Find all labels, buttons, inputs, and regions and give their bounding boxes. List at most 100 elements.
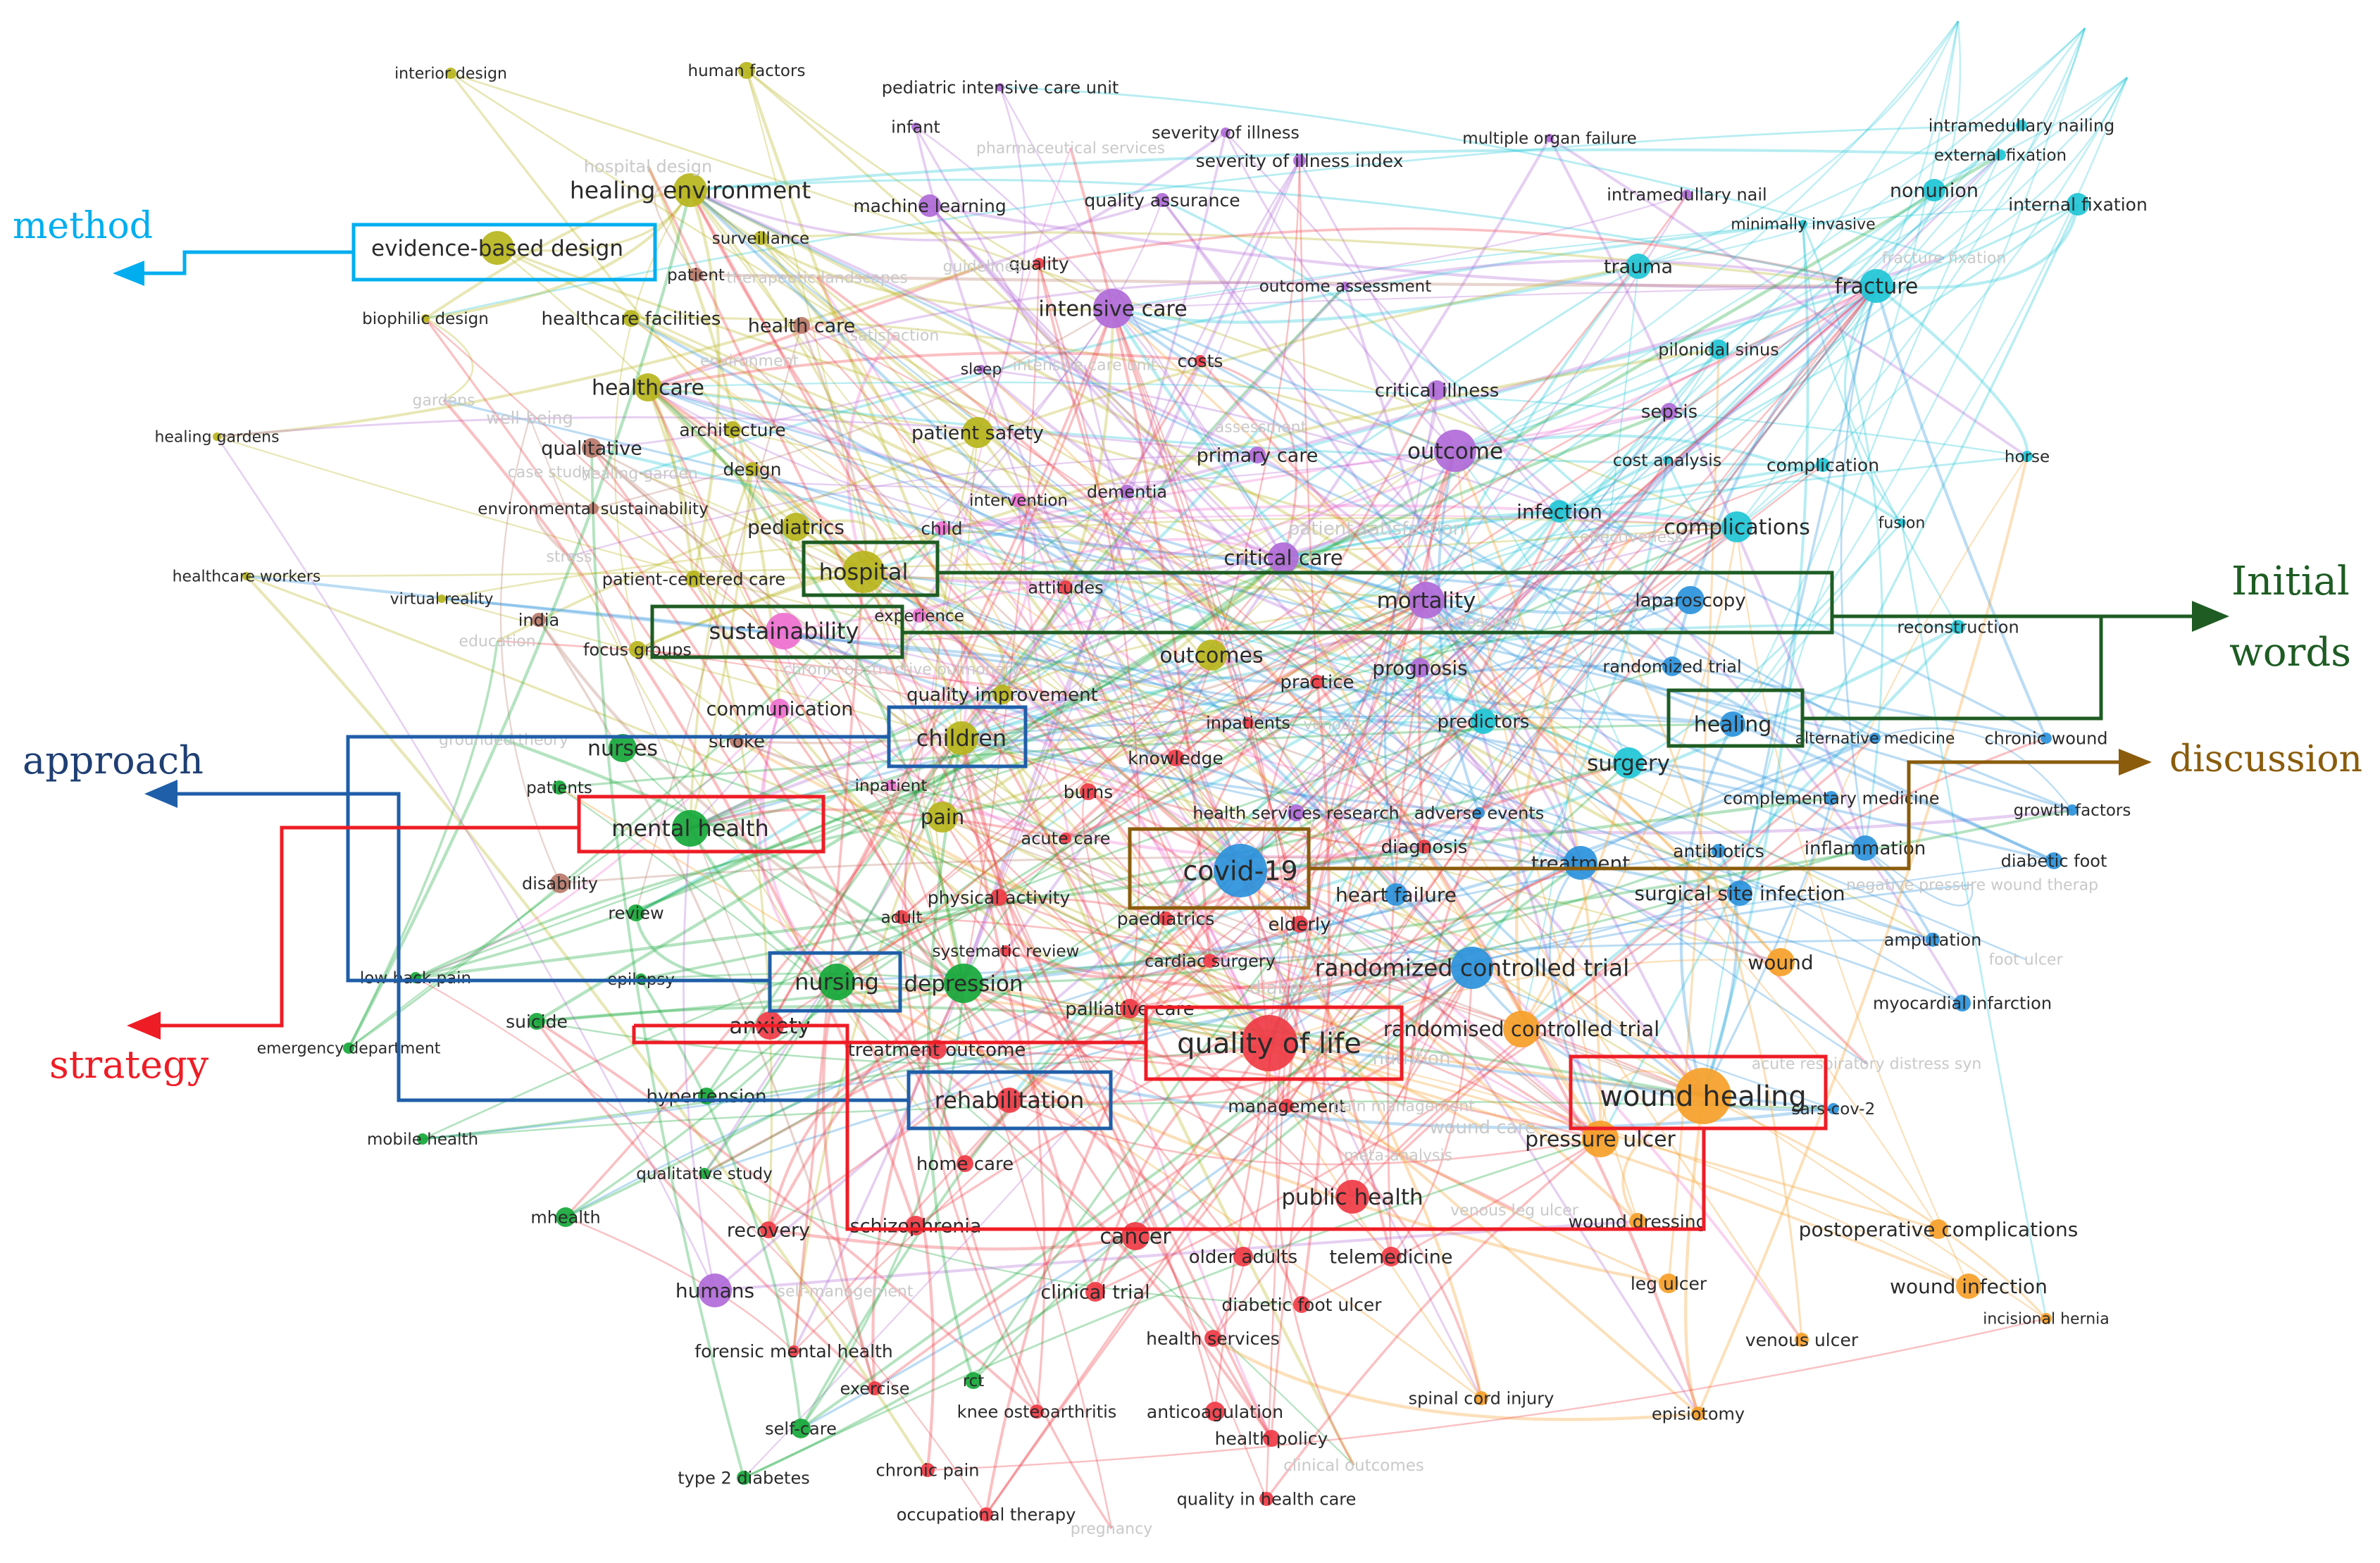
- node-nurses[interactable]: [609, 734, 637, 762]
- node-telemedicine[interactable]: [1381, 1247, 1401, 1266]
- node-diagnosis[interactable]: [1417, 840, 1431, 854]
- node-nursing[interactable]: [818, 964, 855, 1000]
- node-clinical-trial[interactable]: [1085, 1282, 1105, 1302]
- node-biophilic-design[interactable]: [421, 314, 430, 323]
- node-quality-improvement[interactable]: [992, 685, 1012, 704]
- node-mental-health[interactable]: [672, 810, 709, 847]
- node-healing-environment[interactable]: [673, 173, 707, 207]
- node-focus-groups[interactable]: [629, 641, 646, 658]
- node-human-factors[interactable]: [738, 62, 755, 79]
- node-surgery[interactable]: [1613, 747, 1644, 778]
- node-burns[interactable]: [1080, 783, 1097, 800]
- node-external-fixation[interactable]: [1995, 149, 2006, 161]
- node-practice[interactable]: [1310, 675, 1324, 689]
- node-pediatric-intensive-care-unit[interactable]: [996, 83, 1004, 92]
- node-intramedullary-nail[interactable]: [1682, 189, 1692, 199]
- node-postoperative-complications[interactable]: [1929, 1219, 1948, 1239]
- node-elderly[interactable]: [1291, 916, 1308, 933]
- node-machine-learning[interactable]: [918, 194, 941, 217]
- node-spinal-cord-injury[interactable]: [1474, 1391, 1488, 1405]
- node-outcome[interactable]: [1434, 430, 1476, 472]
- node-chronic-pain[interactable]: [921, 1463, 935, 1477]
- node-inpatient[interactable]: [885, 780, 897, 791]
- node-adult[interactable]: [895, 910, 909, 924]
- node-mobile-health[interactable]: [417, 1133, 428, 1145]
- node-myocardial-infarction[interactable]: [1954, 995, 1971, 1011]
- node-cardiac-surgery[interactable]: [1203, 954, 1217, 968]
- node-critical-care[interactable]: [1268, 542, 1299, 573]
- node-recovery[interactable]: [760, 1221, 777, 1238]
- node-multiple-organ-failure[interactable]: [1545, 134, 1554, 142]
- node-inpatients[interactable]: [1242, 717, 1254, 728]
- node-occupational-therapy[interactable]: [979, 1507, 993, 1521]
- node-prognosis[interactable]: [1410, 658, 1430, 678]
- node-quality-of-life[interactable]: [1241, 1015, 1297, 1071]
- node-randomized-trial[interactable]: [1662, 656, 1682, 676]
- node-qualitative-study[interactable]: [699, 1168, 710, 1179]
- node-public-health[interactable]: [1335, 1180, 1369, 1214]
- node-review[interactable]: [628, 904, 644, 921]
- node-wound-dressing[interactable]: [1629, 1213, 1646, 1230]
- node-heart-failure[interactable]: [1385, 883, 1407, 906]
- node-healing[interactable]: [1720, 711, 1745, 737]
- node-healthcare-workers[interactable]: [242, 572, 251, 580]
- node-quality-in-health-care[interactable]: [1259, 1492, 1273, 1506]
- node-internal-fixation[interactable]: [2067, 193, 2089, 216]
- node-india[interactable]: [532, 613, 546, 627]
- node-hospital[interactable]: [842, 551, 885, 593]
- node-health-services-research[interactable]: [1288, 804, 1304, 821]
- node-incisional-hernia[interactable]: [2041, 1313, 2052, 1324]
- node-chronic-wound[interactable]: [2041, 733, 2052, 744]
- node-wound[interactable]: [1767, 948, 1795, 976]
- node-communication[interactable]: [770, 699, 790, 718]
- node-infant[interactable]: [911, 123, 920, 131]
- node-experience[interactable]: [912, 609, 926, 623]
- node-rehabilitation[interactable]: [997, 1088, 1022, 1113]
- node-treatment[interactable]: [1564, 846, 1597, 880]
- node-health-services[interactable]: [1204, 1330, 1221, 1347]
- node-management[interactable]: [1280, 1099, 1294, 1113]
- node-inflammation[interactable]: [1852, 835, 1878, 861]
- node-outcomes[interactable]: [1196, 640, 1227, 671]
- node-virtual-reality[interactable]: [437, 594, 446, 603]
- node-fusion[interactable]: [1898, 518, 1906, 527]
- node-intensive-care[interactable]: [1093, 289, 1133, 328]
- node-primary-care[interactable]: [1249, 447, 1266, 463]
- node-amputation[interactable]: [1926, 933, 1940, 947]
- node-pain[interactable]: [927, 802, 958, 833]
- node-intramedullary-nailing[interactable]: [2016, 120, 2027, 131]
- node-healing-gardens[interactable]: [213, 432, 221, 441]
- node-humans[interactable]: [698, 1274, 732, 1307]
- node-intervention[interactable]: [1011, 493, 1026, 507]
- node-predictors[interactable]: [1471, 709, 1496, 734]
- node-complication[interactable]: [1816, 458, 1830, 472]
- node-sars-cov-2[interactable]: [1828, 1103, 1839, 1114]
- node-environmental-sustainability[interactable]: [587, 503, 599, 514]
- node-anticoagulation[interactable]: [1205, 1402, 1225, 1421]
- node-horse[interactable]: [2021, 451, 2033, 462]
- node-episiotomy[interactable]: [1691, 1407, 1705, 1421]
- node-diabetic-foot-ulcer[interactable]: [1293, 1296, 1310, 1313]
- node-dementia[interactable]: [1120, 485, 1134, 499]
- node-children[interactable]: [945, 721, 978, 755]
- node-patient[interactable]: [689, 268, 703, 282]
- node-trauma[interactable]: [1626, 254, 1651, 279]
- node-fracture[interactable]: [1859, 269, 1893, 303]
- node-self-care[interactable]: [791, 1419, 811, 1438]
- node-randomised-controlled-trial[interactable]: [1503, 1011, 1540, 1047]
- node-child[interactable]: [935, 521, 949, 535]
- node-pediatrics[interactable]: [782, 513, 810, 541]
- node-attitudes[interactable]: [1059, 580, 1073, 594]
- node-patient-centered-care[interactable]: [685, 571, 702, 587]
- node-home-care[interactable]: [957, 1155, 973, 1172]
- node-wound-infection[interactable]: [1956, 1274, 1981, 1299]
- node-costs[interactable]: [1195, 355, 1206, 366]
- node-treatment-outcome[interactable]: [927, 1040, 947, 1059]
- node-severity-of-illness[interactable]: [1221, 127, 1231, 137]
- node-rct[interactable]: [965, 1372, 982, 1389]
- node-healthcare-facilities[interactable]: [623, 310, 640, 327]
- node-cost-analysis[interactable]: [1663, 456, 1671, 464]
- node-forensic-mental-health[interactable]: [788, 1345, 799, 1357]
- node-surveillance[interactable]: [754, 231, 768, 245]
- node-venous-ulcer[interactable]: [1795, 1333, 1809, 1347]
